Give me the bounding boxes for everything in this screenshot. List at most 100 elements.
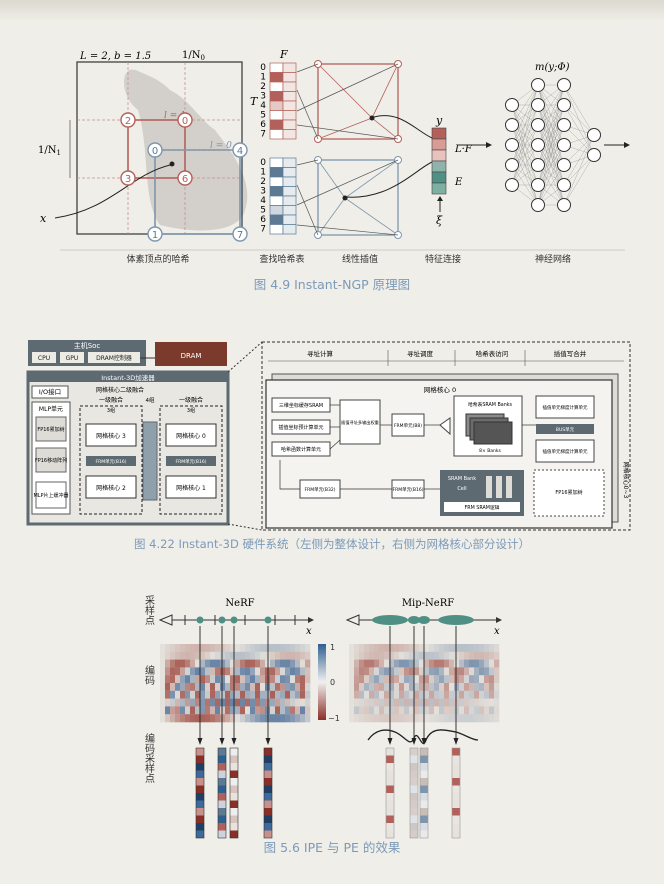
neural-network — [505, 78, 601, 212]
svg-text:编码采样点: 编码采样点 — [143, 732, 155, 784]
svg-text:DRAM: DRAM — [181, 352, 202, 360]
svg-text:2: 2 — [125, 116, 131, 127]
svg-text:4: 4 — [260, 101, 266, 111]
arrow-red-to-y — [373, 115, 433, 139]
svg-text:7: 7 — [260, 130, 266, 140]
figure-instant-ngp: L = 2, b = 1.5 1/N0 1/N1 l = 1 l = 0 x 2… — [38, 48, 630, 292]
l0-label: l = 0 — [210, 141, 232, 151]
page-top-shadow — [0, 0, 664, 22]
svg-text:插值写合并: 插值写合并 — [554, 349, 587, 358]
svg-text:7: 7 — [237, 230, 243, 241]
E-label: E — [454, 177, 463, 188]
coord-sram: 三维坐标缓存SRAM — [279, 402, 323, 409]
feature-vector — [431, 127, 447, 195]
mip-kernel-curve — [367, 729, 479, 744]
frm-b32: FRM单元(B32) — [305, 486, 336, 493]
svg-text:一级融合: 一级融合 — [99, 396, 123, 404]
xi-label: ξ — [436, 214, 443, 227]
svg-text:3: 3 — [260, 92, 266, 102]
svg-text:5: 5 — [260, 111, 266, 121]
vertex-nodes: 2 0 3 6 0 4 1 7 — [120, 112, 248, 242]
core-title: 网格核心 0 — [424, 385, 456, 394]
T-label: T — [250, 95, 259, 108]
sram-banks — [465, 413, 513, 445]
side-label: 网格核心0~3 — [622, 462, 630, 499]
interp-coord: 插值坐标预计算单元 — [278, 424, 323, 431]
x-arrow — [54, 164, 171, 219]
svg-text:1: 1 — [330, 643, 335, 652]
svg-text:1: 1 — [260, 73, 266, 83]
section-labels: 体素顶点的哈希 查找哈希表 线性插值 特征连接 神经网络 — [60, 249, 625, 265]
l1-label: l = 1 — [164, 111, 186, 121]
nerf-encoding — [160, 644, 311, 723]
fp16-acc: FP16累加树 — [37, 426, 64, 433]
wires — [279, 404, 536, 490]
encoded-samples — [195, 747, 461, 839]
svg-text:x: x — [306, 626, 312, 637]
svg-text:特征连接: 特征连接 — [425, 253, 461, 265]
svg-text:5: 5 — [260, 206, 266, 216]
fp16-shift: FP16移动阵列 — [35, 457, 67, 464]
hash-table-red — [269, 62, 297, 140]
mip-encoding — [349, 644, 500, 723]
svg-text:MLP单元: MLP单元 — [39, 405, 63, 413]
svg-text:FRM单元(B16): FRM单元(B16) — [176, 458, 207, 465]
mfun-label: m(y;Φ) — [535, 62, 570, 73]
svg-text:Cell: Cell — [457, 486, 466, 492]
down-arrows — [197, 626, 459, 745]
svg-text:采样点: 采样点 — [143, 595, 155, 626]
figure-4-9-caption: 图 4.9 Instant-NGP 原理图 — [254, 277, 410, 292]
figure-4-22-caption: 图 4.22 Instant-3D 硬件系统（左侧为整体设计，右侧为网格核心部分… — [134, 537, 530, 551]
svg-text:0: 0 — [260, 63, 266, 73]
mlp-buf: MLP片上缓冲器 — [33, 492, 68, 499]
table-links — [296, 63, 399, 236]
mip-title: Mip-NeRF — [402, 598, 454, 609]
svg-text:0: 0 — [152, 146, 158, 157]
core-0: 网格核心 0 — [176, 432, 206, 440]
svg-text:寻址计算: 寻址计算 — [307, 349, 334, 358]
svg-text:哈希表访问: 哈希表访问 — [476, 349, 509, 358]
svg-text:3组: 3组 — [187, 407, 195, 414]
svg-text:0: 0 — [182, 116, 188, 127]
gpu: GPU — [66, 355, 79, 362]
svg-text:3: 3 — [125, 174, 131, 185]
hash-sram: 哈希表SRAM Banks — [468, 401, 513, 408]
svg-text:2: 2 — [260, 82, 266, 92]
F-label: F — [279, 48, 288, 61]
figure-5-6-caption: 图 5.6 IPE 与 PE 的效果 — [264, 840, 401, 855]
svg-text:神经网络: 神经网络 — [535, 253, 571, 265]
svg-text:体素顶点的哈希: 体素顶点的哈希 — [126, 253, 189, 265]
bus-unit: BUS单元 — [556, 426, 575, 433]
svg-text:7: 7 — [260, 225, 266, 235]
fp16-tree: FP16累加树 — [555, 489, 582, 496]
svg-text:0: 0 — [260, 158, 266, 168]
svg-text:8× Banks: 8× Banks — [479, 448, 501, 454]
y-label: y — [435, 114, 443, 127]
svg-text:编码: 编码 — [143, 664, 155, 686]
svg-text:x: x — [494, 626, 500, 637]
interp-red — [314, 60, 402, 143]
interp-unit-a: 插值单元梯度计算单元 — [543, 404, 588, 411]
svg-text:0: 0 — [330, 678, 335, 687]
core-2: 网格核心 2 — [96, 484, 126, 492]
figure-instant-3d: 主机Soc CPU GPU DRAM控制器 DRAM Instant-3D加速器… — [26, 340, 631, 551]
dram-box — [155, 342, 227, 366]
svg-text:4组: 4组 — [146, 396, 155, 404]
core-3: 网格核心 3 — [96, 432, 126, 440]
io-label: I/O接口 — [39, 387, 61, 396]
arrow-blue-to-y — [345, 161, 433, 198]
gridcore-fusion: 网格核心二级融合 — [96, 386, 144, 394]
nerf-title: NeRF — [225, 598, 254, 609]
svg-text:6: 6 — [260, 215, 266, 225]
svg-text:6: 6 — [182, 174, 188, 185]
colorbar — [318, 644, 326, 720]
gridcore-detail — [261, 341, 631, 531]
svg-text:6: 6 — [260, 120, 266, 130]
svg-text:4: 4 — [260, 196, 266, 206]
inv-n0-label: 1/N0 — [182, 50, 205, 62]
svg-text:−1: −1 — [328, 714, 340, 723]
frm-b8: FRM单元(B8) — [394, 422, 422, 429]
nerf-axis: x — [158, 614, 314, 637]
